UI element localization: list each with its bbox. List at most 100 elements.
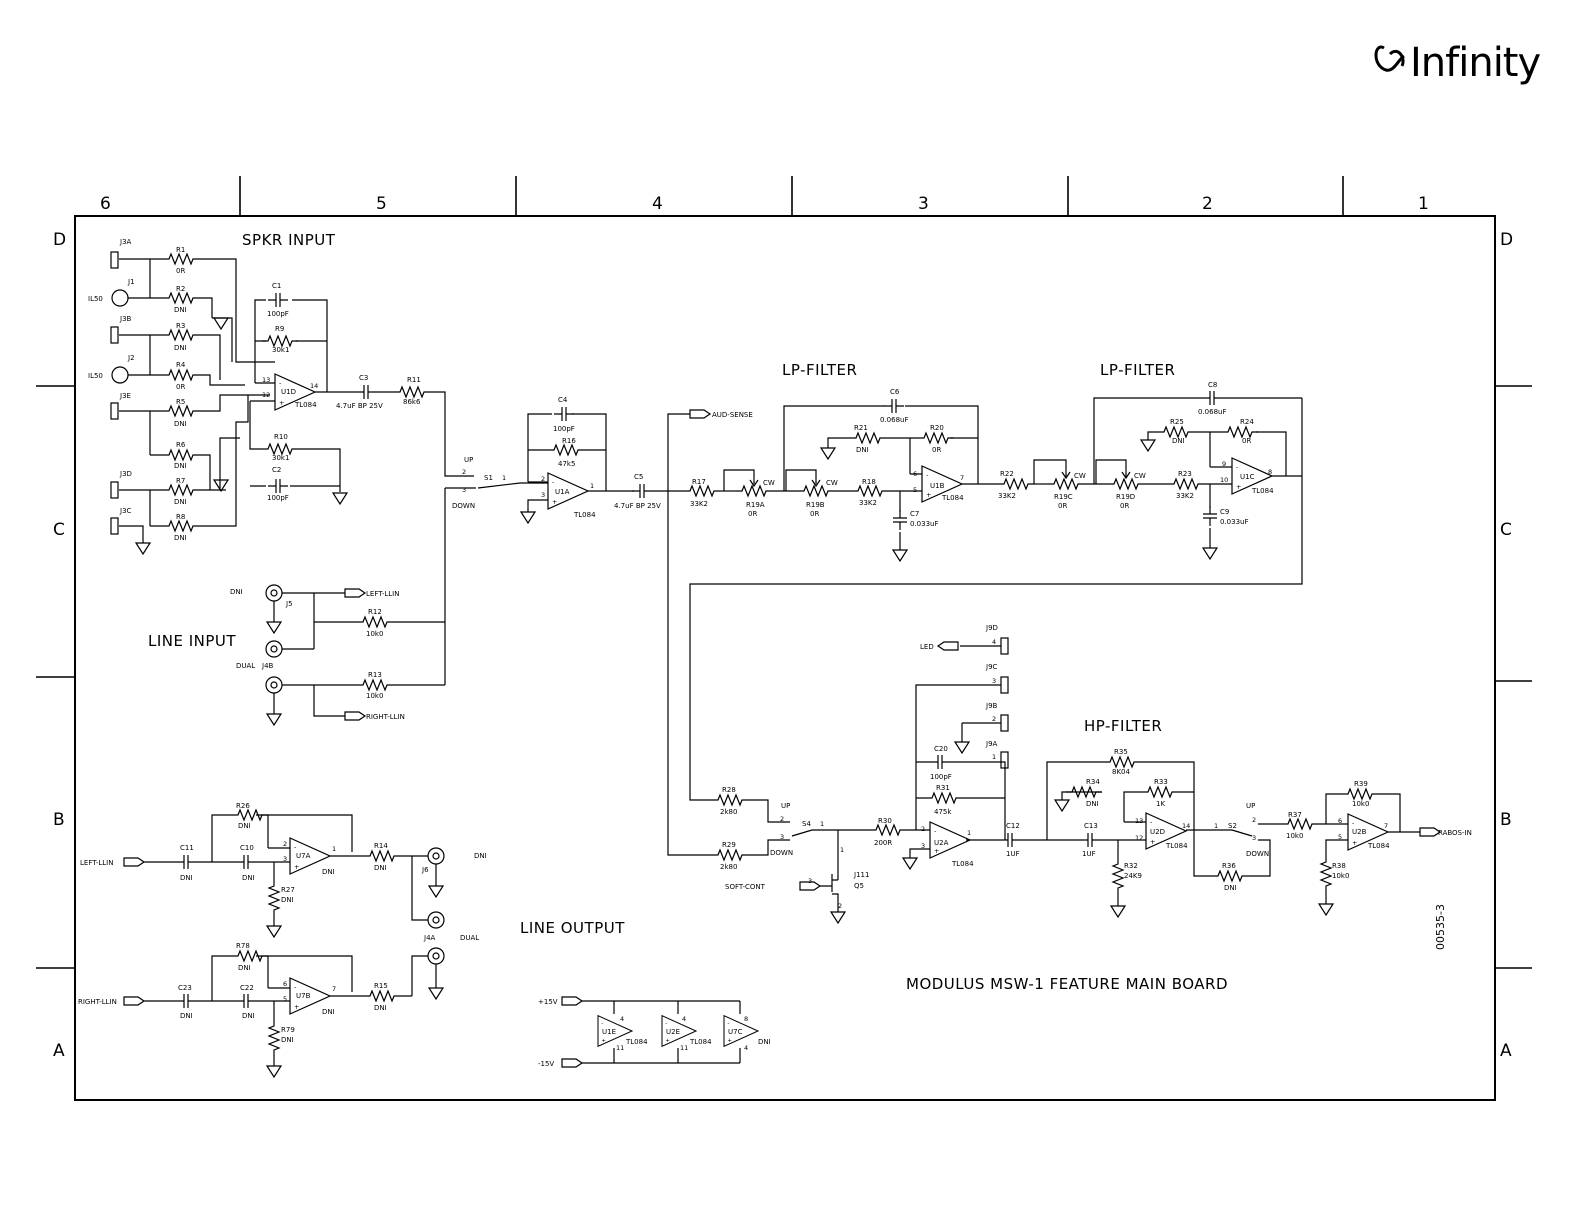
r16-val: 47k5 xyxy=(558,460,575,468)
svg-text:2: 2 xyxy=(921,825,925,833)
j3d-label: J3D xyxy=(119,470,132,478)
r4-resistor xyxy=(162,369,200,381)
ground-icon xyxy=(266,1065,282,1078)
c22-capacitor xyxy=(235,993,257,1009)
r36-resistor xyxy=(1211,870,1249,882)
r34-resistor xyxy=(1065,786,1103,798)
r30-val: 200R xyxy=(874,839,892,847)
j9b-pin xyxy=(1000,714,1009,732)
c23-val: DNI xyxy=(180,1012,193,1020)
svg-text:3: 3 xyxy=(541,491,545,499)
ground-icon xyxy=(428,885,444,898)
svg-text:8: 8 xyxy=(744,1015,748,1023)
r18-ref: R18 xyxy=(862,478,876,486)
r38-resistor xyxy=(1320,855,1332,893)
j5-label: J5 xyxy=(285,600,293,608)
line-output-section: LEFT-LLIN C11 DNI C10 DNI R26 DNI R27 DN… xyxy=(78,802,487,1078)
svg-text:2: 2 xyxy=(992,715,996,723)
c10-ref: C10 xyxy=(240,844,254,852)
ground-icon xyxy=(1054,799,1070,812)
svg-text:3: 3 xyxy=(1252,834,1256,842)
svg-text:3: 3 xyxy=(992,677,996,685)
infinity-logo: Infinity xyxy=(1374,40,1541,86)
left-llin-in-flag xyxy=(123,857,145,867)
r19c-val: 0R xyxy=(1058,502,1067,510)
j3d-pin xyxy=(110,481,119,499)
u1a-ref: U1A xyxy=(555,488,570,496)
r25-ref: R25 xyxy=(1170,418,1184,426)
r6-val: DNI xyxy=(174,462,187,470)
r35-val: 8K04 xyxy=(1112,768,1130,776)
svg-text:10: 10 xyxy=(1220,476,1228,484)
r19c-ref: R19C xyxy=(1054,493,1073,501)
r79-ref: R79 xyxy=(281,1026,295,1034)
drawing-number: 00535-3 xyxy=(1434,904,1447,950)
ground-icon xyxy=(830,911,846,924)
zone-row-c-left: C xyxy=(53,520,65,540)
right-llin-out-label: RIGHT-LLIN xyxy=(366,713,405,721)
r25-val: DNI xyxy=(1172,437,1185,445)
r17-val: 33K2 xyxy=(690,500,708,508)
zone-row-a-right: A xyxy=(1500,1041,1512,1061)
svg-text:1: 1 xyxy=(820,820,824,828)
r13-resistor xyxy=(356,679,394,691)
c1-ref: C1 xyxy=(272,282,281,290)
title-lp-filter-1: LP-FILTER xyxy=(782,361,857,379)
u2b-part: TL084 xyxy=(1367,842,1390,850)
r20-val: 0R xyxy=(932,446,941,454)
c7-val: 0.033uF xyxy=(910,520,939,528)
j6-rca-icon xyxy=(427,847,445,865)
j9c-label: J9C xyxy=(985,663,998,671)
s4-ref: S4 xyxy=(802,820,811,828)
ground-icon xyxy=(1318,903,1334,916)
r4-ref: R4 xyxy=(176,361,186,369)
lp-filter-2: CW R19C 0R CW R19D 0R R23 33K2 C9 0.033u… xyxy=(689,381,1303,801)
r5-val: DNI xyxy=(174,420,187,428)
c12-ref: C12 xyxy=(1006,822,1020,830)
j4b2-rca-icon xyxy=(265,676,283,694)
svg-text:2: 2 xyxy=(283,840,287,848)
minus15-flag xyxy=(561,1058,583,1068)
r19a-val: 0R xyxy=(748,510,757,518)
zone-col-1: 1 xyxy=(1418,194,1429,214)
svg-text:1: 1 xyxy=(840,846,844,854)
u2a-part: TL084 xyxy=(951,860,974,868)
r19d-pot xyxy=(1107,478,1145,490)
zone-row-b-left: B xyxy=(53,810,65,830)
r17-ref: R17 xyxy=(692,478,706,486)
u1e-part: TL084 xyxy=(625,1038,648,1046)
c3-ref: C3 xyxy=(359,374,368,382)
r38-val: 10k0 xyxy=(1332,872,1349,880)
j3b-pin xyxy=(110,326,119,344)
svg-text:2: 2 xyxy=(462,468,466,476)
r22-ref: R22 xyxy=(1000,470,1014,478)
r78-val: DNI xyxy=(238,964,251,972)
svg-text:5: 5 xyxy=(913,486,917,494)
j3a-label: J3A xyxy=(119,238,132,246)
c6-ref: C6 xyxy=(890,388,900,396)
svg-text:7: 7 xyxy=(960,474,964,482)
ground-icon xyxy=(266,621,282,634)
svg-text:5: 5 xyxy=(283,995,287,1003)
r23-resistor xyxy=(1167,478,1205,490)
r35-ref: R35 xyxy=(1114,748,1128,756)
ground-icon xyxy=(954,741,970,754)
r5-ref: R5 xyxy=(176,398,185,406)
j9c-pin xyxy=(1000,676,1009,694)
svg-text:3: 3 xyxy=(780,833,784,841)
r12-ref: R12 xyxy=(368,608,382,616)
c2-capacitor xyxy=(267,478,289,494)
c23-capacitor xyxy=(175,993,197,1009)
rabos-in-flag xyxy=(1419,827,1441,837)
j3e-pin xyxy=(110,402,119,420)
r2-ref: R2 xyxy=(176,285,185,293)
j9b-label: J9B xyxy=(985,702,998,710)
r10-resistor xyxy=(261,443,299,455)
u7c-ref: U7C xyxy=(728,1028,743,1036)
aud-sense-label: AUD-SENSE xyxy=(712,411,753,419)
r7-val: DNI xyxy=(174,498,187,506)
zone-row-d-left: D xyxy=(53,230,66,250)
j6-label: J6 xyxy=(421,866,429,874)
u2d-ref: U2D xyxy=(1150,828,1165,836)
r4-val: 0R xyxy=(176,383,185,391)
